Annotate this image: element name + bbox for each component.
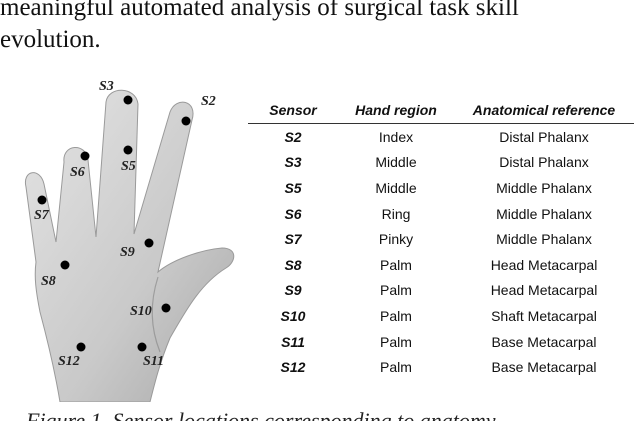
sensor-label-s11: S11 — [143, 354, 165, 369]
cell-sensor: S9 — [284, 282, 302, 299]
body-paragraph: meaningful automated analysis of surgica… — [0, 0, 636, 56]
cell-hand-region: Palm — [380, 359, 412, 376]
sensor-label-s9: S9 — [120, 245, 135, 260]
cell-anatomical-reference: Middle Phalanx — [496, 179, 592, 196]
cell-hand-region: Palm — [380, 307, 412, 324]
sensor-dot-s9 — [144, 238, 154, 248]
cell-anatomical-reference: Head Metacarpal — [490, 256, 598, 273]
cell-sensor: S7 — [284, 231, 302, 248]
table-header-row: Sensor Hand region Anatomical reference — [248, 98, 634, 124]
sensor-label-s7: S7 — [34, 208, 49, 223]
table-row: S11 Palm Base Metacarpal — [248, 329, 634, 355]
cell-anatomical-reference: Distal Phalanx — [499, 128, 589, 145]
sensor-table: Sensor Hand region Anatomical reference … — [248, 98, 634, 380]
cell-hand-region: Ring — [381, 205, 411, 222]
cell-anatomical-reference: Distal Phalanx — [499, 154, 589, 171]
sensor-label-s2: S2 — [201, 94, 216, 109]
cell-sensor: S2 — [284, 128, 302, 145]
figure-caption: Figure 1. Sensor locations corresponding… — [26, 408, 496, 421]
sensor-label-s8: S8 — [41, 274, 56, 289]
cell-anatomical-reference: Base Metacarpal — [491, 333, 597, 350]
sensor-dot-s7 — [37, 195, 47, 205]
sensor-dot-s6 — [80, 151, 90, 161]
sensor-label-s10: S10 — [130, 304, 152, 319]
cell-anatomical-reference: Base Metacarpal — [491, 359, 597, 376]
sensor-dot-s8 — [60, 260, 70, 270]
sensor-dot-s3 — [123, 95, 133, 105]
cell-sensor: S5 — [284, 179, 302, 196]
cell-hand-region: Palm — [380, 282, 412, 299]
cell-anatomical-reference: Head Metacarpal — [490, 282, 598, 299]
table-row: S10 Palm Shaft Metacarpal — [248, 303, 634, 329]
table-row: S2 Index Distal Phalanx — [248, 124, 634, 150]
hand-shape — [24, 89, 235, 402]
sensor-label-s6: S6 — [70, 165, 85, 180]
cell-anatomical-reference: Middle Phalanx — [496, 231, 592, 248]
sensor-figure: S3 S2 S6 S5 S7 S9 S8 S10 S12 S11 Sensor … — [0, 72, 640, 402]
sensor-dot-s11 — [137, 342, 147, 352]
cell-hand-region: Pinky — [378, 231, 414, 248]
paragraph-line-1: meaningful automated analysis of surgica… — [0, 0, 519, 21]
table-row: S6 Ring Middle Phalanx — [248, 201, 634, 227]
sensor-dot-s5 — [123, 145, 133, 155]
cell-hand-region: Middle — [375, 154, 417, 171]
sensor-dot-s12 — [76, 342, 86, 352]
sensor-label-s12: S12 — [58, 354, 80, 369]
cell-hand-region: Palm — [380, 256, 412, 273]
cell-hand-region: Index — [378, 128, 414, 145]
cell-sensor: S10 — [280, 307, 306, 324]
sensor-label-s5: S5 — [121, 159, 136, 174]
header-anatomical-reference: Anatomical reference — [454, 98, 634, 124]
table-row: S5 Middle Middle Phalanx — [248, 175, 634, 201]
cell-anatomical-reference: Shaft Metacarpal — [491, 307, 597, 324]
cell-sensor: S12 — [280, 359, 306, 376]
sensor-dot-s10 — [161, 303, 171, 313]
table-row: S9 Palm Head Metacarpal — [248, 278, 634, 304]
cell-sensor: S11 — [281, 333, 305, 350]
cell-sensor: S6 — [284, 205, 302, 222]
cell-sensor: S8 — [284, 256, 302, 273]
cell-anatomical-reference: Middle Phalanx — [496, 205, 592, 222]
table-row: S8 Palm Head Metacarpal — [248, 252, 634, 278]
table-row: S12 Palm Base Metacarpal — [248, 354, 634, 380]
header-hand-region: Hand region — [338, 98, 454, 124]
table-row: S3 Middle Distal Phalanx — [248, 150, 634, 176]
table-row: S7 Pinky Middle Phalanx — [248, 226, 634, 252]
header-sensor: Sensor — [248, 98, 338, 124]
sensor-label-s3: S3 — [99, 79, 114, 94]
cell-hand-region: Palm — [380, 333, 412, 350]
thumb-shadow — [151, 276, 161, 353]
paragraph-line-2: evolution. — [0, 26, 101, 53]
cell-hand-region: Middle — [375, 179, 417, 196]
cell-sensor: S3 — [284, 154, 302, 171]
hand-illustration — [24, 89, 235, 402]
sensor-dot-s2 — [181, 116, 191, 126]
